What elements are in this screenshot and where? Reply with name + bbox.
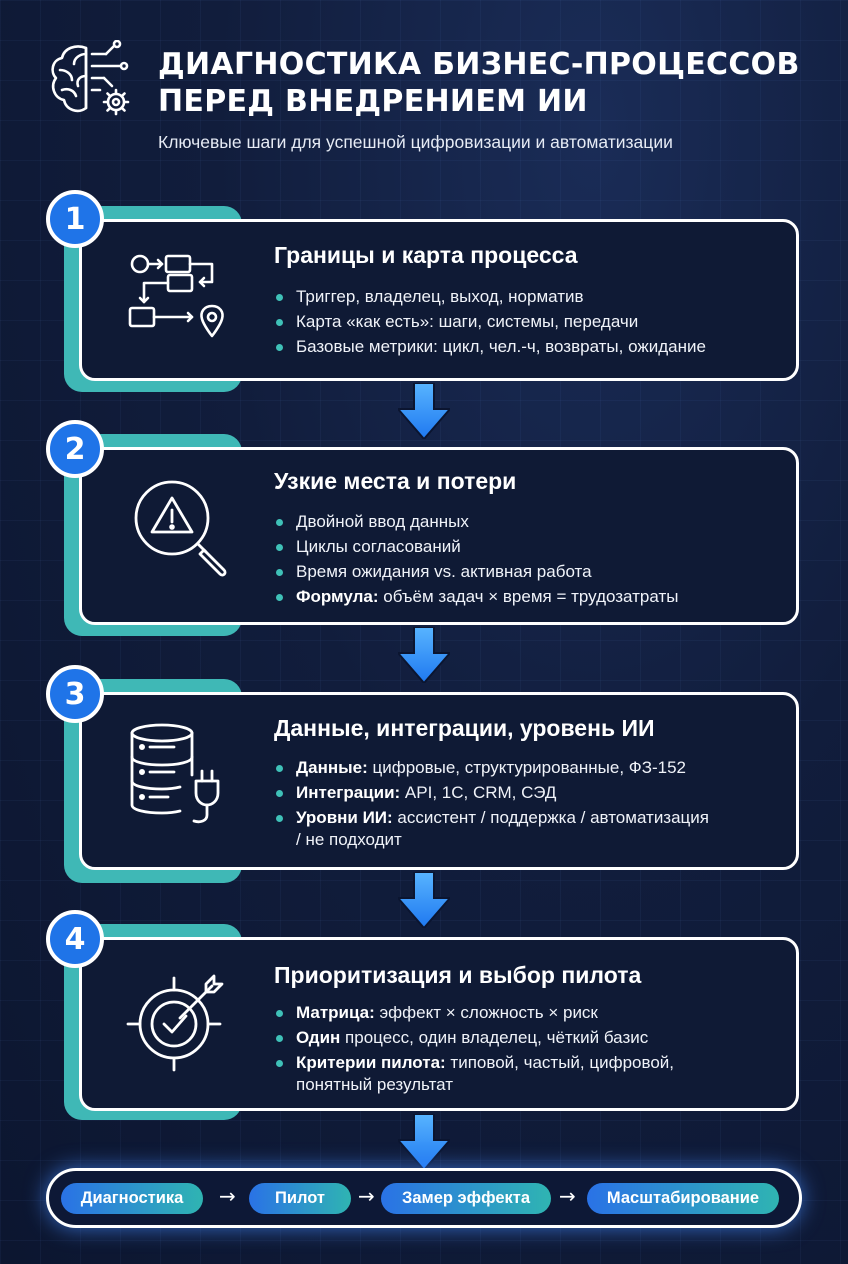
step-number-badge: 2 [46, 420, 104, 478]
step-bullets: Двойной ввод данных Циклы согласований В… [274, 509, 678, 609]
bullet-item: Циклы согласований [274, 534, 678, 559]
bullet-item: Интеграции: API, 1С, CRM, СЭД [274, 780, 709, 805]
step-title: Границы и карта процесса [274, 242, 578, 268]
pipeline-stage-pilot: Пилот [249, 1183, 351, 1214]
bullet-item: Один процесс, один владелец, чёткий бази… [274, 1025, 674, 1050]
arrow-right-icon: → [358, 1184, 375, 1208]
bullet-item: Критерии пилота: типовой, частый, цифров… [274, 1050, 674, 1096]
process-map-icon [128, 254, 224, 338]
bullet-item: Карта «как есть»: шаги, системы, передач… [274, 309, 706, 334]
down-arrow-icon [398, 627, 450, 683]
step-number-badge: 1 [46, 190, 104, 248]
step-bullets: Триггер, владелец, выход, норматив Карта… [274, 284, 706, 359]
step-bullets: Матрица: эффект × сложность × риск Один … [274, 1000, 674, 1096]
bullet-item: Двойной ввод данных [274, 509, 678, 534]
pipeline-bar: Диагностика → Пилот → Замер эффекта → Ма… [46, 1168, 802, 1228]
pipeline-stage-measure: Замер эффекта [381, 1183, 551, 1214]
pipeline-stage-diagnostics: Диагностика [61, 1183, 203, 1214]
magnifier-warning-icon [134, 480, 227, 577]
database-plug-icon [130, 723, 220, 824]
bullet-item: Базовые метрики: цикл, чел.-ч, возвраты,… [274, 334, 706, 359]
pipeline-stage-scaling: Масштабирование [587, 1183, 779, 1214]
target-arrow-check-icon [126, 974, 224, 1072]
page-subtitle: Ключевые шаги для успешной цифровизации … [158, 132, 673, 152]
arrow-right-icon: → [559, 1184, 576, 1208]
title-line-1: ДИАГНОСТИКА БИЗНЕС-ПРОЦЕССОВ [158, 47, 800, 82]
arrow-right-icon: → [219, 1184, 236, 1208]
bullet-item: Триггер, владелец, выход, норматив [274, 284, 706, 309]
step-title: Узкие места и потери [274, 468, 517, 494]
step-card: Данные, интеграции, уровень ИИ Данные: ц… [79, 692, 799, 870]
step-card: Приоритизация и выбор пилота Матрица: эф… [79, 937, 799, 1111]
down-arrow-icon [398, 872, 450, 928]
step-card: Границы и карта процесса Триггер, владел… [79, 219, 799, 381]
brain-circuit-gear-icon [51, 40, 130, 116]
step-card: Узкие места и потери Двойной ввод данных… [79, 447, 799, 625]
bullet-item: Формула: объём задач × время = трудозатр… [274, 584, 678, 609]
step-bullets: Данные: цифровые, структурированные, ФЗ-… [274, 755, 709, 851]
title-line-2: ПЕРЕД ВНЕДРЕНИЕМ ИИ [158, 84, 588, 119]
down-arrow-icon [398, 383, 450, 439]
step-title: Приоритизация и выбор пилота [274, 962, 642, 988]
bullet-item: Уровни ИИ: ассистент / поддержка / автом… [274, 805, 709, 851]
step-title: Данные, интеграции, уровень ИИ [274, 715, 655, 741]
page-title: ДИАГНОСТИКА БИЗНЕС-ПРОЦЕССОВ ПЕРЕД ВНЕДР… [158, 46, 828, 120]
bullet-item: Время ожидания vs. активная работа [274, 559, 678, 584]
step-number-badge: 3 [46, 665, 104, 723]
step-number-badge: 4 [46, 910, 104, 968]
bullet-item: Данные: цифровые, структурированные, ФЗ-… [274, 755, 709, 780]
down-arrow-icon [398, 1114, 450, 1170]
bullet-item: Матрица: эффект × сложность × риск [274, 1000, 674, 1025]
